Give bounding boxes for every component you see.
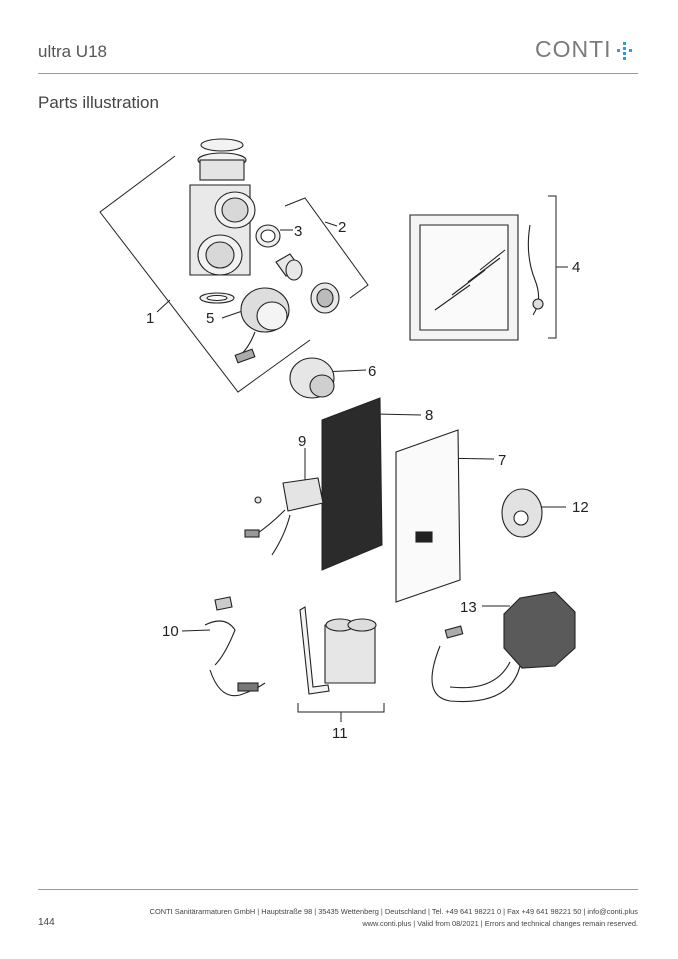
- sealing-ring-drawing: [255, 224, 281, 248]
- callout-2: 2: [338, 219, 346, 236]
- sensor-electronics-drawing: [244, 477, 324, 556]
- callout-10: 10: [162, 623, 179, 640]
- header-divider: [38, 73, 638, 74]
- logo-cross-icon: [615, 40, 635, 60]
- logo-text: CONTI: [535, 36, 612, 62]
- leader-10: [181, 629, 211, 632]
- cover-plate-drawing: [395, 429, 461, 603]
- suction-cup-drawing: [501, 488, 543, 538]
- leader-1: [156, 299, 171, 313]
- leader-2: [324, 221, 338, 227]
- cap-drawing: [289, 357, 335, 399]
- solenoid-drawing: [234, 287, 290, 364]
- callout-13: 13: [460, 599, 477, 616]
- battery-key-drawing: [299, 606, 377, 695]
- footer-divider: [38, 889, 638, 890]
- mounting-box-drawing: [409, 214, 544, 341]
- callout-5: 5: [206, 310, 214, 327]
- footer-company-info: CONTI Sanitärarmaturen GmbH | Hauptstraß…: [149, 907, 638, 916]
- bracket-group-1: [99, 155, 311, 393]
- section-title: Parts illustration: [38, 93, 159, 112]
- leader-8: [374, 413, 422, 416]
- callout-8: 8: [425, 407, 433, 424]
- cable-harness-drawing: [204, 596, 266, 697]
- valve-body-drawing: [189, 138, 256, 304]
- footer-website-info: www.conti.plus | Valid from 08/2021 | Er…: [362, 919, 638, 928]
- callout-9: 9: [298, 433, 306, 450]
- bracket-group-2: [284, 197, 369, 299]
- callout-1: 1: [146, 310, 154, 327]
- conti-logo: CONTI: [535, 36, 635, 63]
- cartridge-parts-drawing: [275, 253, 340, 314]
- document-title: ultra U18: [38, 42, 107, 61]
- callout-6: 6: [368, 363, 376, 380]
- callout-4: 4: [572, 259, 580, 276]
- page-number: 144: [38, 917, 55, 928]
- bracket-group-11: [297, 703, 385, 713]
- glass-panel-drawing: [321, 397, 383, 571]
- callout-12: 12: [572, 499, 589, 516]
- callout-7: 7: [498, 452, 506, 469]
- octagonal-module-drawing: [431, 591, 576, 703]
- bracket-group-4: [548, 195, 557, 339]
- callout-11: 11: [332, 725, 348, 742]
- callout-3: 3: [294, 223, 302, 240]
